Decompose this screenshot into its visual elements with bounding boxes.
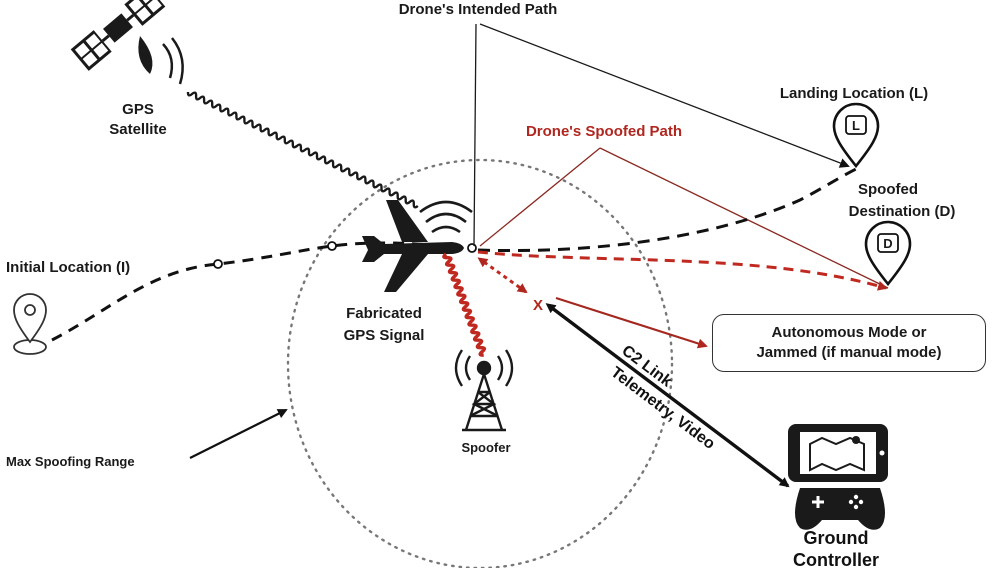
status-line-1: Autonomous Mode or xyxy=(771,324,927,341)
intended-path-line xyxy=(473,23,477,247)
initial-location-label: Initial Location (I) xyxy=(6,259,130,276)
spoofed-flight-dashed xyxy=(477,250,888,291)
drone-icon xyxy=(362,200,464,292)
spoofed-destination-pin-icon xyxy=(864,220,912,287)
link-broken-x: X xyxy=(533,297,543,314)
waypoint-marker xyxy=(327,241,337,251)
gps-satellite-label-2: Satellite xyxy=(109,121,167,138)
intended-flight-dashed xyxy=(477,166,859,253)
satellite-dish-icon xyxy=(138,36,184,85)
gps-satellite-label: GPS xyxy=(122,101,154,118)
spoofed-destination-label-2: Destination (D) xyxy=(849,203,956,220)
fabricated-signal-label-2: GPS Signal xyxy=(344,327,425,344)
max-range-pointer-arrow xyxy=(189,409,288,459)
waypoint-marker xyxy=(213,259,223,269)
ground-controller-label-2: Controller xyxy=(793,550,879,568)
fabricated-signal-label: Fabricated xyxy=(346,305,422,322)
spoofed-path-line-2 xyxy=(599,147,889,289)
status-pointer-arrow xyxy=(555,296,708,349)
landing-location-pin-icon xyxy=(832,102,880,169)
status-box: Autonomous Mode or Jammed (if manual mod… xyxy=(712,314,986,372)
spoofed-path-label: Drone's Spoofed Path xyxy=(526,123,682,140)
drone-position-marker xyxy=(467,243,477,253)
initial-flight-path xyxy=(51,241,473,342)
gps-signal-wave xyxy=(186,91,419,209)
max-range-label: Max Spoofing Range xyxy=(6,454,135,469)
c2-link-arrow xyxy=(545,303,790,488)
spoofed-marker-letter: D xyxy=(883,236,892,251)
spoofer-tower-icon xyxy=(454,349,514,432)
initial-location-pin-icon xyxy=(13,293,47,355)
intended-path-label: Drone's Intended Path xyxy=(399,1,558,18)
jamming-link xyxy=(477,257,528,294)
landing-marker-letter: L xyxy=(852,118,860,133)
drone-receiver-wave-icon xyxy=(419,200,473,234)
spoofer-label: Spoofer xyxy=(461,440,510,455)
spoofed-destination-label: Spoofed xyxy=(858,181,918,198)
spoofed-path-line xyxy=(479,147,601,247)
satellite-icon xyxy=(70,0,166,71)
fabricated-signal-wave xyxy=(442,252,487,357)
ground-controller-label: Ground xyxy=(804,528,869,548)
ground-controller-icon xyxy=(788,424,888,530)
intended-path-line-2 xyxy=(479,23,850,168)
status-line-2: Jammed (if manual mode) xyxy=(756,344,942,361)
landing-location-label: Landing Location (L) xyxy=(780,85,928,102)
